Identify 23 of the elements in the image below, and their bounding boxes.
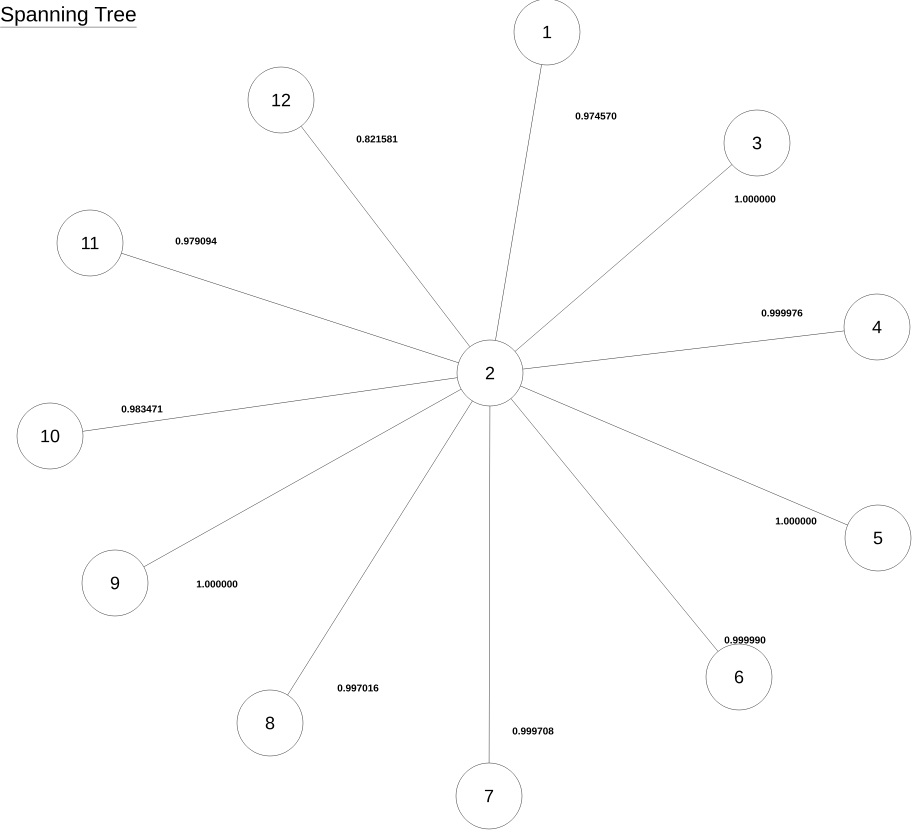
edge-label: 0.997016 bbox=[338, 684, 378, 692]
edge-line bbox=[514, 164, 732, 352]
edge-label: 0.999976 bbox=[762, 309, 802, 317]
edge-line bbox=[495, 64, 542, 340]
edge-line bbox=[121, 253, 459, 363]
edge-label: 0.979094 bbox=[176, 237, 217, 245]
title: Spanning Tree bbox=[0, 6, 137, 28]
edge-label: 0.821581 bbox=[356, 135, 398, 143]
edge-line bbox=[287, 400, 473, 696]
edge-label: 1.000000 bbox=[734, 195, 776, 203]
edge-line bbox=[520, 386, 848, 526]
edge-label: 1.000000 bbox=[776, 517, 816, 525]
edge-line bbox=[144, 389, 462, 567]
edge-label: 0.974570 bbox=[576, 112, 616, 120]
edge-line bbox=[510, 398, 718, 652]
edge-line bbox=[300, 126, 470, 347]
edge-label: 1.000000 bbox=[196, 580, 238, 588]
edge-label: 0.999990 bbox=[724, 636, 766, 644]
edge-label: 0.999708 bbox=[512, 727, 554, 735]
edge-line bbox=[488, 406, 490, 763]
edge-label: 0.983471 bbox=[122, 405, 162, 413]
edge-line bbox=[82, 378, 458, 432]
edge-line bbox=[522, 330, 844, 370]
